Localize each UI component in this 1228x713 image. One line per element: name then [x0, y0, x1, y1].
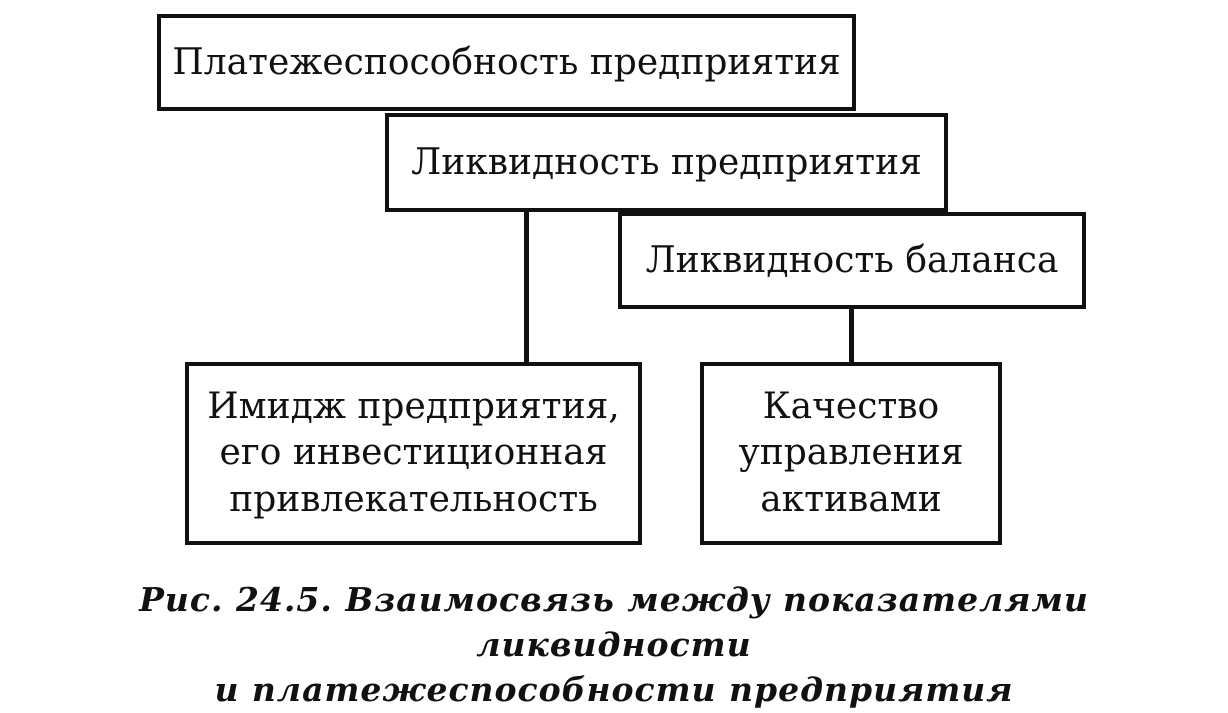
box-image-line: его инвестиционная [219, 432, 608, 474]
box-liquidity-balance: Ликвидность баланса [618, 212, 1086, 309]
box-quality-line: активами [760, 478, 942, 520]
figure-caption: Рис. 24.5. Взаимосвязь между показателям… [0, 578, 1228, 713]
box-image-line: Имидж предприятия, [207, 386, 620, 428]
figure-caption-line2: и платежеспособности предприятия [214, 669, 1014, 709]
box-image: Имидж предприятия, его инвестиционная пр… [185, 362, 642, 545]
box-quality: Качество управления активами [700, 362, 1002, 545]
box-solvency: Платежеспособность предприятия [157, 14, 856, 111]
connector-liquidity-to-image [524, 212, 529, 364]
connector-balance-to-quality [849, 309, 854, 364]
box-liquidity-enterprise: Ликвидность предприятия [385, 113, 948, 212]
box-image-line: привлекательность [229, 478, 598, 520]
box-quality-line: Качество [762, 386, 940, 428]
box-solvency-label: Платежеспособность предприятия [172, 41, 841, 83]
box-quality-line: управления [738, 432, 964, 474]
figure-caption-line1: Рис. 24.5. Взаимосвязь между показателям… [139, 580, 1089, 664]
liquidity-diagram: Платежеспособность предприятия Ликвиднос… [157, 14, 1086, 545]
box-liquidity-enterprise-label: Ликвидность предприятия [411, 141, 922, 183]
box-liquidity-balance-label: Ликвидность баланса [645, 239, 1059, 281]
